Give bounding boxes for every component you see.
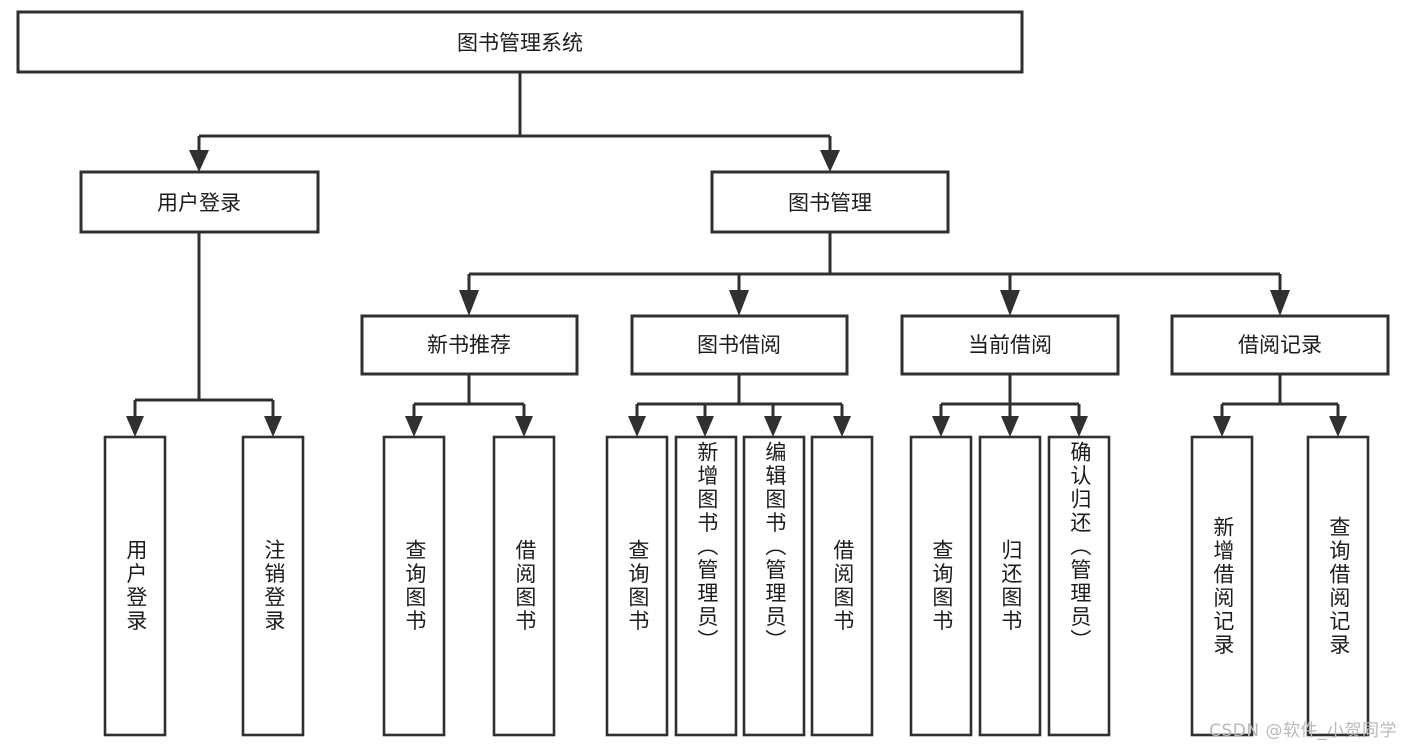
leaf-box-bb-borrow-book[interactable] [810, 435, 874, 737]
leaf-box-nb-borrow-book[interactable] [492, 435, 556, 737]
leaf-box-nb-query-book[interactable] [382, 435, 446, 737]
book-management-label: 图书管理 [788, 191, 872, 215]
new-book-recommend-box[interactable] [360, 314, 579, 376]
connector-borrow-bus [635, 374, 844, 418]
node-book-management[interactable]: 图书管理 [710, 170, 950, 234]
arrow-to-book-borrow [729, 290, 749, 316]
arrow-to-leaf-cb-3 [1070, 416, 1088, 437]
arrow-to-book-management [820, 150, 840, 172]
leaf-box-bb-edit-book[interactable] [742, 435, 806, 737]
arrow-to-leaf-nb-2 [515, 416, 533, 437]
arrow-to-leaf-bb-1 [628, 416, 646, 437]
node-current-borrow[interactable]: 当前借阅 [900, 314, 1120, 376]
book-borrow-label: 图书借阅 [697, 333, 781, 357]
leaf-box-cb-return-book[interactable] [978, 435, 1042, 737]
book-management-box[interactable] [710, 170, 950, 234]
user-login-label: 用户登录 [157, 191, 241, 215]
leaf-box-cb-confirm-return[interactable] [1047, 435, 1111, 737]
watermark: CSDN @软件_小贺同学 [1209, 721, 1397, 741]
arrow-to-leaf-bb-2 [696, 416, 714, 437]
arrow-to-user-login [189, 150, 209, 172]
connector-layer [133, 72, 1340, 418]
arrowhead-layer [126, 150, 1347, 437]
new-book-recommend-label: 新书推荐 [427, 333, 511, 357]
arrow-to-leaf-br-1 [1213, 416, 1231, 437]
leaf-box-user-login[interactable] [103, 435, 167, 737]
node-borrow-record[interactable]: 借阅记录 [1170, 314, 1390, 376]
arrow-to-leaf-user-login [126, 416, 144, 437]
connector-newbook-bus [412, 374, 526, 418]
connector-record-bus [1220, 374, 1340, 418]
leaf-box-br-add-record[interactable] [1190, 435, 1254, 737]
current-borrow-label: 当前借阅 [968, 333, 1052, 357]
leaf-box-logout[interactable] [241, 435, 305, 737]
user-login-box[interactable] [79, 170, 320, 234]
connector-userlogin-bus [133, 232, 275, 418]
root-box[interactable] [16, 10, 1024, 74]
node-root[interactable]: 图书管理系统 [16, 10, 1024, 74]
arrow-to-borrow-record [1270, 290, 1290, 316]
connector-root-bus [197, 72, 832, 152]
borrow-record-label: 借阅记录 [1238, 333, 1322, 357]
arrow-to-leaf-bb-3 [764, 416, 782, 437]
arrow-to-leaf-cb-1 [932, 416, 950, 437]
borrow-record-box[interactable] [1170, 314, 1390, 376]
leaf-box-layer [103, 435, 1370, 737]
arrow-to-current-borrow [1000, 290, 1020, 316]
node-new-book-recommend[interactable]: 新书推荐 [360, 314, 579, 376]
current-borrow-box[interactable] [900, 314, 1120, 376]
arrow-to-leaf-br-2 [1329, 416, 1347, 437]
arrow-to-leaf-cb-2 [1001, 416, 1019, 437]
node-user-login[interactable]: 用户登录 [79, 170, 320, 234]
arrow-to-leaf-bb-4 [833, 416, 851, 437]
book-borrow-box[interactable] [630, 314, 849, 376]
node-book-borrow[interactable]: 图书借阅 [630, 314, 849, 376]
connector-current-bus [939, 374, 1081, 418]
leaf-box-bb-add-book[interactable] [674, 435, 738, 737]
leaf-box-cb-query-book[interactable] [909, 435, 973, 737]
connector-bookmgmt-bus [467, 232, 1282, 292]
arrow-to-leaf-nb-1 [405, 416, 423, 437]
leaf-box-bb-query-book[interactable] [605, 435, 669, 737]
arrow-to-new-book [459, 290, 479, 316]
arrow-to-leaf-logout [264, 416, 282, 437]
leaf-box-br-query-record[interactable] [1306, 435, 1370, 737]
root-label: 图书管理系统 [457, 31, 583, 55]
